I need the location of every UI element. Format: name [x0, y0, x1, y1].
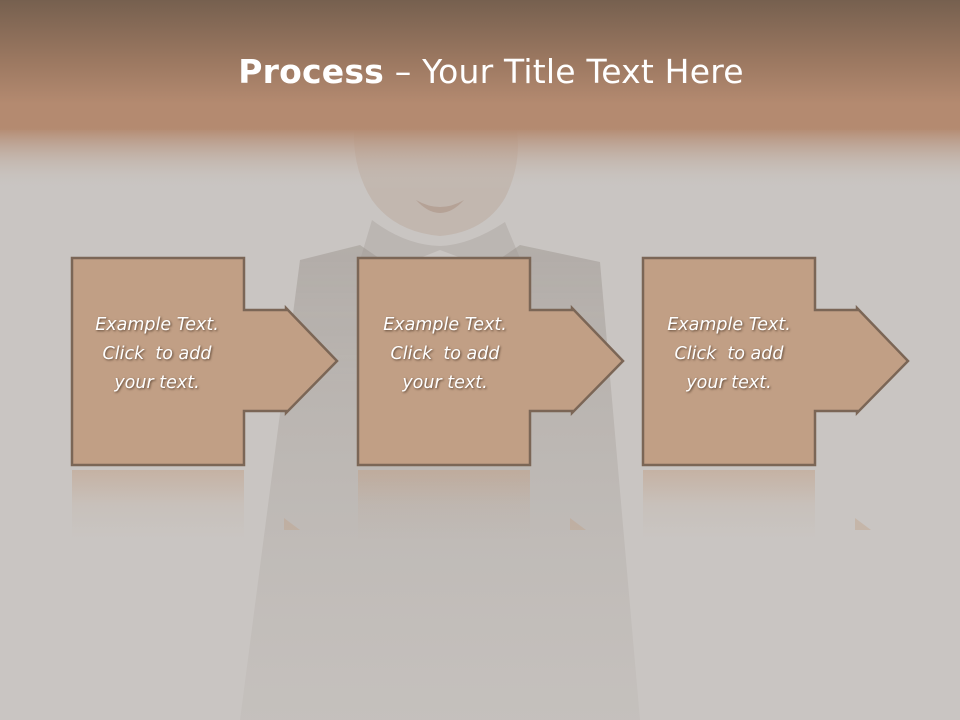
- step-1-line-1: Example Text.: [95, 315, 219, 335]
- title-rest: – Your Title Text Here: [384, 52, 744, 91]
- slide-title[interactable]: Process – Your Title Text Here: [0, 52, 960, 91]
- step-1-text[interactable]: Example Text. Click to add your text.: [71, 311, 243, 398]
- step-1-reflection: [72, 470, 244, 540]
- step-2-arrow-reflection: [570, 518, 586, 530]
- step-2-line-1: Example Text.: [383, 315, 507, 335]
- step-3-box: [641, 256, 910, 467]
- step-2-line-3: your text.: [402, 373, 488, 393]
- step-2-text[interactable]: Example Text. Click to add your text.: [359, 311, 531, 398]
- step-1-box: [70, 256, 339, 467]
- process-step-2[interactable]: [356, 256, 625, 540]
- step-1-arrow-reflection: [284, 518, 300, 530]
- step-3-text[interactable]: Example Text. Click to add your text.: [643, 311, 815, 398]
- process-step-1[interactable]: [70, 256, 339, 540]
- step-3-line-3: your text.: [686, 373, 772, 393]
- step-2-reflection: [358, 470, 530, 540]
- step-1-line-3: your text.: [114, 373, 200, 393]
- step-3-reflection: [643, 470, 815, 540]
- step-2-line-2: Click to add: [390, 344, 500, 364]
- step-3-line-1: Example Text.: [667, 315, 791, 335]
- title-bold: Process: [238, 52, 385, 91]
- step-2-box: [356, 256, 625, 467]
- step-3-arrow-reflection: [855, 518, 871, 530]
- process-step-3[interactable]: [641, 256, 910, 540]
- step-1-line-2: Click to add: [102, 344, 212, 364]
- step-3-line-2: Click to add: [674, 344, 784, 364]
